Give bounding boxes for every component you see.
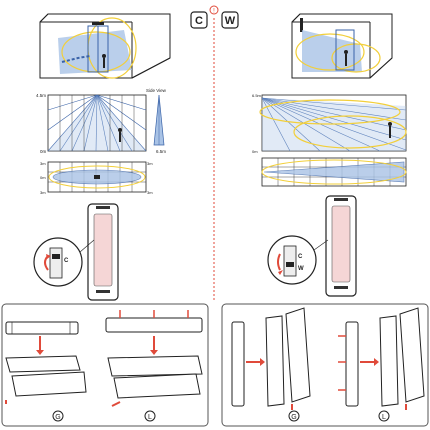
ceiling-top-view: 4.5m 0m bbox=[36, 93, 147, 154]
zone-label-tl: 3m bbox=[40, 161, 46, 166]
wall-mode-badge: W bbox=[221, 11, 239, 29]
top-view-height-label: 4.5m bbox=[36, 93, 46, 98]
ceiling-room-illustration bbox=[39, 13, 171, 79]
wall-switch-magnifier: C W bbox=[267, 235, 329, 285]
wall-sensor-device bbox=[325, 195, 357, 297]
wall-install-mark-l: L bbox=[382, 414, 386, 421]
wall-switch-mark-2: W bbox=[298, 266, 304, 272]
wall-room-illustration bbox=[291, 13, 393, 79]
ceiling-install-mark-l: L bbox=[148, 414, 152, 421]
zone-label-tr: 3m bbox=[147, 161, 153, 166]
zone-label-ml: 0m bbox=[40, 175, 46, 180]
ceiling-switch-mark: C bbox=[64, 258, 69, 264]
wall-side-view: 6.5m 0m bbox=[252, 93, 407, 154]
warning-mark: ! bbox=[213, 9, 215, 15]
wall-switch-mark: C bbox=[298, 254, 303, 260]
warning-badge bbox=[209, 5, 219, 15]
ceiling-sensor-device bbox=[87, 203, 119, 301]
wall-install-mark-g: G bbox=[291, 414, 296, 421]
ceiling-zone-grid: 3m 3m 0m 3m 3m bbox=[40, 161, 153, 195]
ceiling-install-panel: G L bbox=[1, 303, 209, 427]
wall-side-zero-label: 0m bbox=[252, 149, 258, 154]
ceiling-mode-letter: C bbox=[195, 15, 203, 27]
ceiling-mode-badge: C bbox=[190, 11, 208, 29]
wall-side-height-label: 6.5m bbox=[252, 93, 262, 98]
wall-switch-arrow bbox=[277, 253, 281, 271]
wall-zone-grid bbox=[261, 157, 407, 187]
side-view-label: Side View bbox=[146, 88, 167, 93]
ceiling-install-mark-g: G bbox=[55, 414, 60, 421]
side-view: Side View 6.5m bbox=[146, 88, 167, 154]
wall-install-panel: G L bbox=[221, 303, 429, 427]
zone-label-bl: 3m bbox=[40, 190, 46, 195]
ceiling-switch-magnifier: C bbox=[33, 237, 95, 287]
side-view-depth-label: 6.5m bbox=[156, 149, 166, 154]
top-view-zero-label: 0m bbox=[40, 149, 47, 154]
zone-label-br: 3m bbox=[147, 190, 153, 195]
wall-mode-letter: W bbox=[225, 15, 236, 27]
